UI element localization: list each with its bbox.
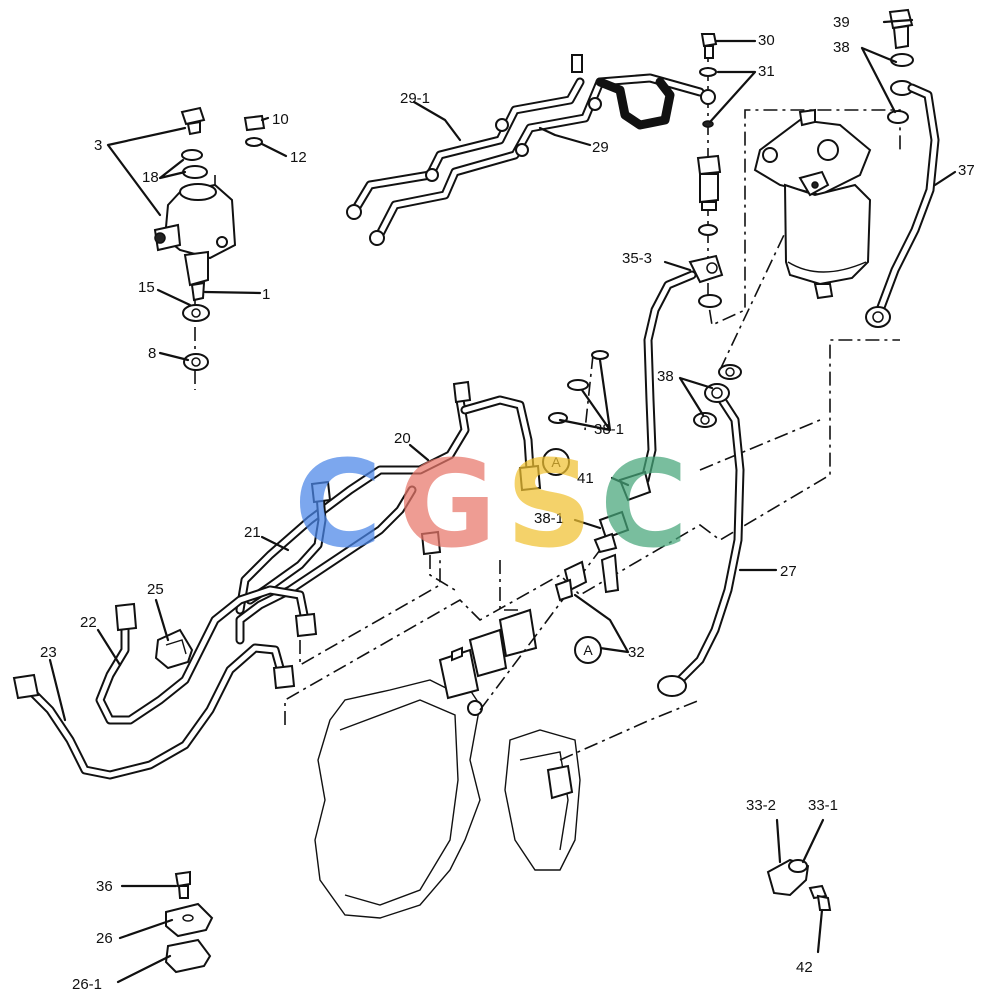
- injection-pipes: [12, 380, 542, 780]
- label-18: 18: [142, 169, 159, 186]
- label-8: 8: [148, 345, 156, 362]
- label-38-1-top: 38-1: [594, 421, 624, 438]
- watermark-letter-1: C: [294, 436, 382, 575]
- label-21: 21: [244, 524, 261, 541]
- label-38-top: 38: [833, 39, 850, 56]
- label-10: 10: [272, 111, 289, 128]
- label-33-2: 33-2: [746, 797, 776, 814]
- label-37: 37: [958, 162, 975, 179]
- label-3: 3: [94, 137, 102, 154]
- leak-off-pipes: [346, 54, 716, 246]
- fuel-filter: [753, 108, 872, 300]
- watermark-letter-2: G: [398, 436, 497, 575]
- pipe-37-group: [865, 8, 940, 328]
- label-29: 29: [592, 139, 609, 156]
- label-38-mid: 38: [657, 368, 674, 385]
- label-22: 22: [80, 614, 97, 631]
- label-12: 12: [290, 149, 307, 166]
- label-35-3: 35-3: [622, 250, 652, 267]
- label-27: 27: [780, 563, 797, 580]
- label-33-1: 33-1: [808, 797, 838, 814]
- label-42: 42: [796, 959, 813, 976]
- bracket-33-group: [766, 858, 832, 911]
- label-23: 23: [40, 644, 57, 661]
- callout-a-top: A: [542, 448, 570, 476]
- bracket-26-group: [164, 870, 214, 974]
- banjo-fitting-group: [688, 33, 724, 308]
- label-30: 30: [758, 32, 775, 49]
- callout-a-top-letter: A: [551, 454, 561, 470]
- callout-a-bottom: A: [574, 636, 602, 664]
- label-1: 1: [262, 286, 270, 303]
- label-39: 39: [833, 14, 850, 31]
- part-number-labels: 3 18 10 12 15 1 8 29-1 29 30 31 39 38 37…: [40, 14, 975, 993]
- watermark-letter-3: S: [506, 436, 592, 575]
- injector-assembly: [153, 106, 266, 371]
- label-15: 15: [138, 279, 155, 296]
- watermark-letter-4: C: [600, 436, 688, 575]
- label-36: 36: [96, 878, 113, 895]
- label-26: 26: [96, 930, 113, 947]
- engine-block-outline: [314, 608, 581, 919]
- label-26-1: 26-1: [72, 976, 102, 993]
- washer-38-1-group: [548, 350, 652, 602]
- clamp-25: [154, 628, 194, 670]
- leader-lines: [48, 18, 957, 984]
- label-41: 41: [577, 470, 594, 487]
- cgsc-watermark: C G S C: [294, 436, 688, 575]
- label-29-1: 29-1: [400, 90, 430, 107]
- label-20: 20: [394, 430, 411, 447]
- callout-a-bottom-letter: A: [583, 642, 593, 658]
- label-31: 31: [758, 63, 775, 80]
- label-32: 32: [628, 644, 645, 661]
- label-38-1-bottom: 38-1: [534, 510, 564, 527]
- label-25: 25: [147, 581, 164, 598]
